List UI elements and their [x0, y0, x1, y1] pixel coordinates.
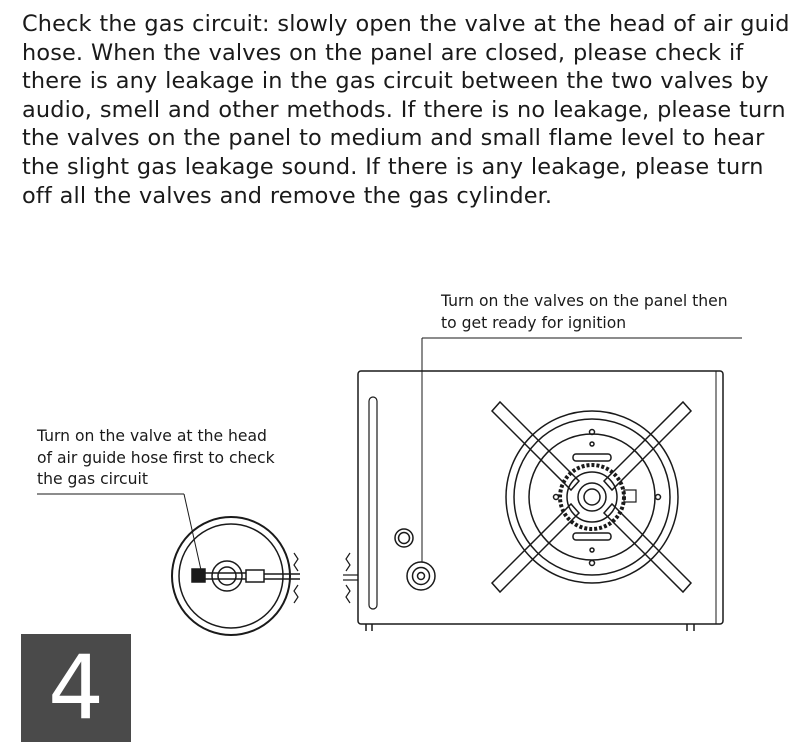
callout-line: to get ready for ignition — [441, 313, 627, 332]
stove-body — [357, 370, 724, 631]
paragraph-line: hose. When the valves on the panel are c… — [22, 39, 744, 66]
paragraph-line: off all the valves and remove the gas cy… — [22, 182, 553, 209]
callout-line: of air guide hose first to check — [37, 448, 275, 467]
hose-valve-callout: Turn on the valve at the head of air gui… — [37, 426, 275, 491]
panel-valve-knob-icon — [406, 561, 436, 591]
hose-valve-detail-icon — [171, 516, 300, 636]
callout-line: Turn on the valve at the head — [37, 427, 267, 445]
paragraph-line: the slight gas leakage sound. If there i… — [22, 153, 764, 180]
step-number-badge: 4 — [21, 634, 131, 742]
panel-callout-leader — [421, 337, 742, 562]
paragraph-line: there is any leakage in the gas circuit … — [22, 68, 769, 95]
step-number: 4 — [48, 636, 104, 739]
igniter-button-icon — [394, 528, 414, 548]
instruction-paragraph: Check the gas circuit: slowly open the v… — [22, 10, 790, 210]
burner-icon — [505, 410, 679, 584]
paragraph-line: the valves on the panel to medium and sm… — [22, 125, 765, 152]
hose-callout-leader — [37, 493, 202, 571]
pan-support-icon — [490, 400, 693, 594]
paragraph-line: audio, smell and other methods. If there… — [22, 96, 786, 123]
gas-inlet-pipe — [293, 552, 358, 604]
callout-line: Turn on the valves on the panel then — [441, 292, 728, 310]
callout-line: the gas circuit — [37, 470, 148, 488]
paragraph-line: Check the gas circuit: slowly open the v… — [22, 11, 790, 37]
panel-valve-callout: Turn on the valves on the panel then to … — [441, 291, 728, 334]
